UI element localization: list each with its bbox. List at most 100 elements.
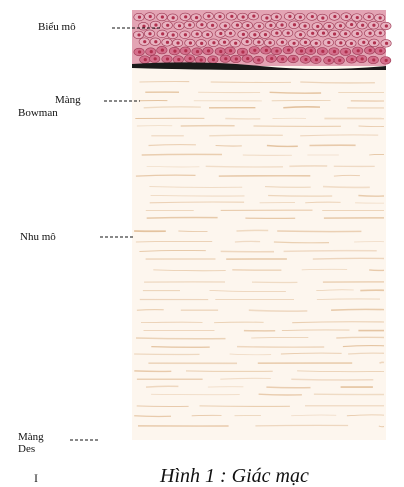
- cell-nucleus: [154, 57, 157, 60]
- collagen-fiber: [146, 386, 178, 387]
- cell-nucleus: [328, 25, 331, 28]
- cell-nucleus: [196, 50, 199, 53]
- cell-nucleus: [309, 49, 312, 52]
- cell-nucleus: [299, 16, 302, 19]
- cell-nucleus: [345, 15, 348, 18]
- cell-nucleus: [207, 15, 210, 18]
- cell-nucleus: [333, 15, 336, 18]
- cell-nucleus: [177, 58, 180, 61]
- label-bowman-line1: Màng: [55, 95, 81, 106]
- cell-nucleus: [368, 32, 371, 35]
- cell-nucleus: [223, 41, 226, 44]
- collagen-fiber: [214, 322, 264, 323]
- cell-nucleus: [361, 24, 364, 27]
- cell-nucleus: [311, 32, 314, 35]
- collagen-fiber: [291, 379, 373, 380]
- cell-nucleus: [207, 49, 210, 52]
- cell-nucleus: [356, 16, 359, 19]
- cell-nucleus: [385, 24, 388, 27]
- collagen-fiber: [317, 299, 380, 300]
- collagen-fiber: [369, 154, 384, 155]
- cell-nucleus: [218, 15, 221, 18]
- cell-nucleus: [275, 31, 278, 34]
- cell-nucleus: [150, 50, 153, 53]
- collagen-fiber: [380, 362, 385, 363]
- cell-nucleus: [327, 41, 330, 44]
- figure-caption: Hình 1 : Giác mạc: [160, 466, 309, 486]
- cell-nucleus: [252, 15, 255, 18]
- cell-nucleus: [246, 24, 249, 27]
- cell-nucleus: [200, 58, 203, 61]
- cell-nucleus: [184, 49, 187, 52]
- collagen-fiber: [137, 310, 164, 311]
- cell-nucleus: [236, 24, 239, 27]
- label-epithelium: Biểu mô: [38, 22, 76, 33]
- cell-nucleus: [345, 50, 348, 53]
- cell-nucleus: [149, 15, 152, 18]
- cell-nucleus: [161, 15, 164, 18]
- collagen-fiber: [358, 196, 384, 197]
- collagen-fiber: [235, 241, 260, 242]
- cell-nucleus: [350, 23, 353, 26]
- cell-nucleus: [138, 16, 141, 19]
- cell-nucleus: [241, 50, 244, 53]
- label-descemet-line1: Màng: [18, 432, 44, 443]
- cell-nucleus: [212, 58, 215, 61]
- collagen-fiber: [270, 92, 322, 93]
- cell-nucleus: [361, 57, 364, 60]
- collagen-fiber: [178, 231, 207, 232]
- cell-nucleus: [315, 58, 318, 61]
- collagen-fiber: [134, 371, 171, 372]
- cell-nucleus: [161, 32, 164, 35]
- cell-nucleus: [265, 49, 268, 52]
- cell-nucleus: [230, 15, 233, 18]
- cell-nucleus: [385, 42, 388, 45]
- cell-nucleus: [166, 41, 169, 44]
- cell-nucleus: [176, 41, 179, 44]
- collagen-fiber: [237, 347, 324, 348]
- cell-nucleus: [212, 41, 215, 44]
- cell-nucleus: [258, 25, 261, 28]
- cell-nucleus: [184, 33, 187, 36]
- cell-nucleus: [224, 57, 227, 60]
- cell-nucleus: [143, 40, 146, 43]
- cell-nucleus: [287, 48, 290, 51]
- collagen-fiber: [134, 354, 199, 355]
- cell-nucleus: [189, 41, 192, 44]
- cell-nucleus: [304, 58, 307, 61]
- cell-nucleus: [299, 33, 302, 36]
- cell-nucleus: [292, 42, 295, 45]
- label-stroma: Nhu mô: [20, 232, 56, 243]
- collagen-fiber: [313, 258, 384, 259]
- cell-nucleus: [280, 23, 283, 26]
- cell-nucleus: [166, 24, 169, 27]
- label-bowman-line2: Bowman: [18, 108, 58, 119]
- cell-nucleus: [379, 31, 382, 34]
- cell-nucleus: [242, 33, 245, 36]
- cell-nucleus: [138, 50, 141, 53]
- cell-nucleus: [206, 33, 209, 36]
- cell-nucleus: [357, 49, 360, 52]
- collagen-fiber: [323, 187, 370, 188]
- cell-nucleus: [224, 24, 227, 27]
- cell-nucleus: [281, 41, 284, 44]
- cell-nucleus: [161, 49, 164, 52]
- cell-nucleus: [300, 49, 303, 52]
- cell-nucleus: [172, 33, 175, 36]
- collagen-fiber: [255, 425, 348, 426]
- collagen-fiber: [136, 338, 226, 339]
- cell-nucleus: [234, 42, 237, 45]
- cell-nucleus: [275, 49, 278, 52]
- stroma-region: [132, 66, 386, 440]
- cell-nucleus: [189, 57, 192, 60]
- collagen-fiber: [151, 347, 209, 348]
- collagen-fiber: [369, 270, 384, 271]
- cell-nucleus: [333, 32, 336, 35]
- cell-nucleus: [372, 24, 375, 27]
- collagen-fiber: [251, 337, 308, 338]
- cell-nucleus: [178, 24, 181, 27]
- cell-nucleus: [281, 57, 284, 60]
- cell-nucleus: [315, 42, 318, 45]
- cell-nucleus: [275, 15, 278, 18]
- epithelium-layer: [132, 10, 391, 66]
